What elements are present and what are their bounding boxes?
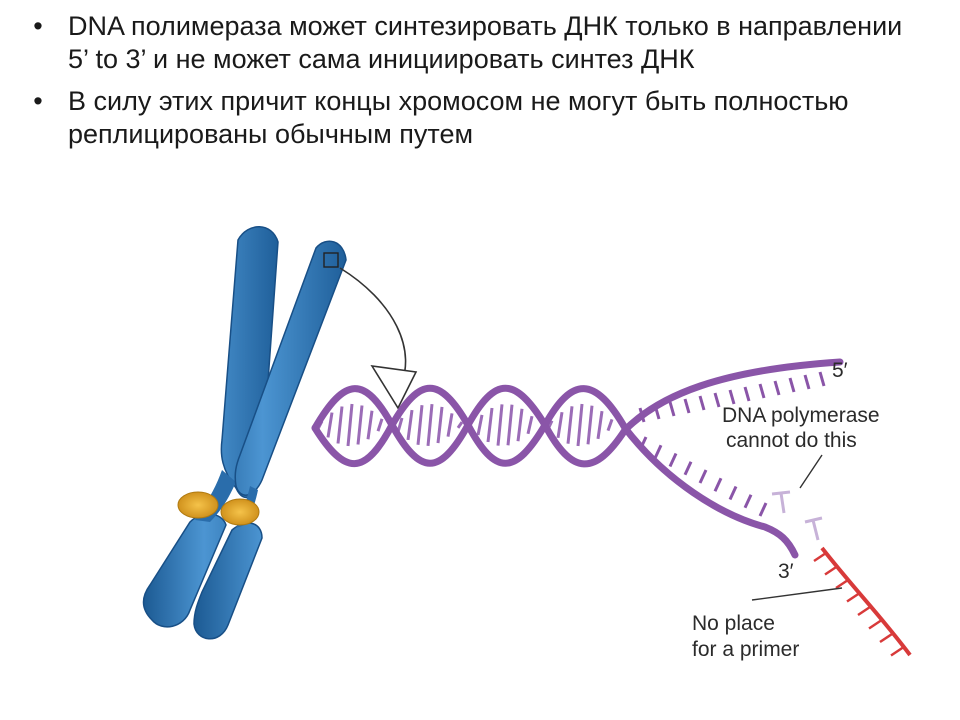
dna-segment: [336, 406, 344, 444]
missing-nucleotides: [771, 490, 823, 541]
dna-segment: [456, 421, 464, 429]
label-primer-line1: No place: [692, 612, 775, 635]
dna-segment: [486, 407, 494, 443]
bullet-item: • В силу этих причит концы хромосом не м…: [24, 85, 924, 151]
dna-segment: [606, 418, 614, 432]
dna-segment: [326, 412, 334, 438]
parental-strand-red: [751, 546, 912, 657]
label-primer-line2: for a primer: [692, 638, 799, 661]
label-3-prime: 3′: [778, 560, 794, 583]
dna-segment: [376, 418, 384, 432]
primer-pointer: [751, 587, 843, 601]
dna-segment: [366, 410, 374, 440]
red-strand-ticks: [813, 551, 904, 657]
dna-segment: [879, 632, 893, 644]
dna-segment: [758, 383, 766, 399]
dna-segment: [436, 406, 444, 444]
label-polymerase-line2: cannot do this: [726, 429, 857, 452]
dna-segment: [788, 377, 796, 393]
chromatid-right: [193, 240, 347, 640]
dna-segment: [446, 413, 454, 437]
dna-segment: [713, 477, 723, 492]
centromere-right: [220, 498, 260, 526]
dna-segment: [426, 403, 434, 447]
dna-segment: [668, 452, 678, 468]
strand-ticks-top: [638, 371, 826, 423]
dna-segment: [638, 407, 646, 423]
zoom-arrow: [339, 267, 418, 410]
dna-segment: [824, 565, 838, 576]
dna-segment: [416, 405, 424, 445]
dna-segment: [743, 386, 751, 402]
dna-segment: [356, 405, 364, 445]
dna-segment: [728, 485, 738, 501]
dna-strand-bottom: [311, 384, 799, 559]
dna-segment: [526, 415, 534, 435]
dna-segment: [890, 646, 904, 657]
label-polymerase-line1: DNA polymerase: [722, 404, 880, 427]
zoom-box: [323, 252, 339, 268]
dna-segment: [728, 389, 736, 405]
dna-segment: [743, 494, 753, 509]
dna-segment: [496, 404, 504, 446]
dna-segment: [638, 436, 648, 451]
dna-segment: [857, 605, 871, 617]
bullet-item: • DNA полимераза может синтезировать ДНК…: [24, 10, 924, 76]
dna-segment: [846, 592, 860, 603]
dna-segment: [683, 398, 691, 414]
dna-segment: [596, 410, 604, 440]
dna-segment: [835, 578, 849, 590]
dna-segment: [713, 392, 721, 408]
dna-segment: [406, 409, 414, 441]
dna-segment: [758, 502, 768, 517]
dna-segment: [506, 404, 514, 446]
dna-segment: [653, 444, 663, 459]
dna-segment: [346, 403, 354, 447]
bullet-dot: •: [33, 11, 43, 41]
bullet-dot: •: [33, 86, 43, 116]
centromere-left: [177, 491, 219, 519]
bullet-list: • DNA полимераза может синтезировать ДНК…: [24, 10, 924, 160]
dna-segment: [773, 380, 781, 396]
dna-segment: [516, 408, 524, 442]
dna-segment: [566, 406, 574, 444]
dna-segment: [668, 401, 676, 417]
bullet-text-polymerase: DNA полимераза может синтезировать ДНК т…: [68, 11, 903, 74]
dna-segment: [813, 551, 827, 563]
label-5-prime: 5′: [832, 359, 848, 382]
dna-segment: [576, 403, 584, 447]
dna-segment: [556, 411, 564, 439]
dna-segment: [818, 371, 826, 387]
dna-segment: [698, 395, 706, 411]
dna-helix: [311, 358, 844, 559]
dna-segment: [653, 404, 661, 420]
dna-segment: [586, 405, 594, 445]
dna-segment: [476, 414, 484, 436]
polymerase-pointer: [799, 454, 823, 489]
chromosome: [142, 226, 347, 640]
dna-segment: [803, 374, 811, 390]
dna-strand-top: [311, 358, 844, 468]
dna-segment: [868, 619, 882, 630]
dna-segment: [683, 461, 693, 476]
strand-ticks-bottom: [638, 436, 768, 517]
bullet-text-chromosome-ends: В силу этих причит концы хромосом не мог…: [68, 86, 849, 149]
dna-segment: [698, 469, 708, 484]
